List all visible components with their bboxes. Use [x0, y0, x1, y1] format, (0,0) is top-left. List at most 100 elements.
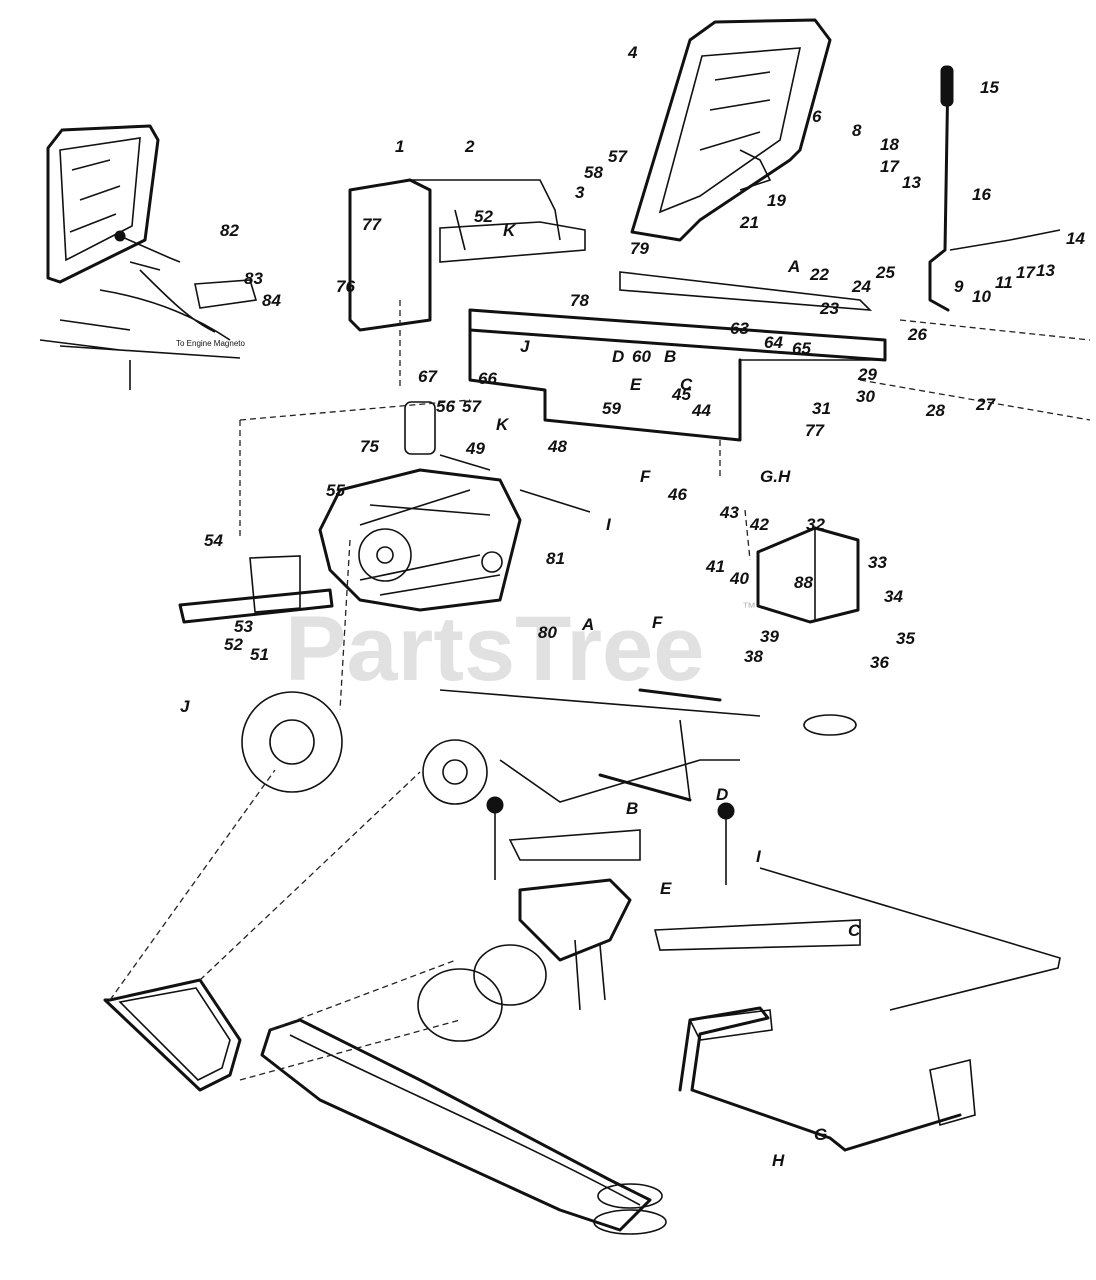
callout-label: K — [496, 415, 510, 434]
callout-labels: 1 2 3 4 6 8 9 10 11 13 13 14 15 16 17 17… — [180, 43, 1085, 1170]
callout-label: 13 — [1036, 261, 1055, 280]
callout-label: I — [606, 515, 612, 534]
callout-label: 13 — [902, 173, 921, 192]
callout-label: 63 — [730, 319, 749, 338]
callout-label: 75 — [360, 437, 379, 456]
callout-label: 45 — [671, 385, 691, 404]
callout-label: 26 — [907, 325, 927, 344]
callout-label: 24 — [851, 277, 871, 296]
drive-belts — [103, 769, 652, 1232]
callout-label: 57 — [608, 147, 628, 166]
callout-label: 76 — [336, 277, 355, 296]
callout-label: 2 — [464, 137, 475, 156]
callout-label: 46 — [667, 485, 687, 504]
callout-label: 14 — [1066, 229, 1085, 248]
callout-label: 83 — [244, 269, 263, 288]
watermark-trademark: ™ — [742, 599, 756, 615]
callout-label: 33 — [868, 553, 887, 572]
callout-label: 64 — [764, 333, 783, 352]
callout-label: 16 — [972, 185, 991, 204]
callout-label: 65 — [792, 339, 811, 358]
callout-label: D — [612, 347, 624, 366]
parts-illustration — [39, 18, 1091, 1235]
callout-label: 57 — [462, 397, 482, 416]
callout-label: I — [756, 847, 762, 866]
callout-label: 60 — [632, 347, 651, 366]
callout-label: 52 — [474, 207, 493, 226]
watermark: PartsTree — [285, 598, 704, 700]
callout-label: 78 — [570, 291, 589, 310]
callout-label: 81 — [546, 549, 565, 568]
brake-assembly — [508, 829, 861, 1011]
callout-label: 43 — [719, 503, 739, 522]
callout-label: 53 — [234, 617, 253, 636]
ignition-wiring — [39, 269, 258, 390]
callout-label: 35 — [896, 629, 915, 648]
callout-label: 80 — [538, 623, 557, 642]
callout-label: K — [503, 221, 517, 240]
bracket-34 — [756, 526, 860, 624]
callout-label: 8 — [852, 121, 862, 140]
main-frame — [468, 271, 887, 442]
callout-label: 22 — [809, 265, 829, 284]
callout-label: 28 — [925, 401, 945, 420]
callout-label: 77 — [362, 215, 382, 234]
callout-label: 67 — [418, 367, 438, 386]
pulleys — [241, 691, 857, 1235]
callout-label: 11 — [995, 273, 1013, 292]
callout-label: J — [180, 697, 190, 716]
callout-label: 40 — [729, 569, 749, 588]
callout-label: 32 — [806, 515, 825, 534]
callout-label: 21 — [739, 213, 759, 232]
callout-label: 88 — [794, 573, 813, 592]
callout-label: 66 — [478, 369, 497, 388]
callout-label: C — [680, 375, 693, 394]
callout-label: 10 — [972, 287, 991, 306]
callout-label: E — [630, 375, 642, 394]
callout-label: 77 — [805, 421, 825, 440]
callout-label: 54 — [204, 531, 223, 550]
callout-label: 39 — [760, 627, 779, 646]
callout-label: 17 — [1016, 263, 1036, 282]
seat-brackets — [348, 178, 586, 332]
callout-label: 25 — [875, 263, 895, 282]
callout-label: 52 — [224, 635, 243, 654]
callout-label: 15 — [980, 78, 999, 97]
callout-label: C — [848, 921, 861, 940]
callout-label: 23 — [819, 299, 839, 318]
callout-label: 38 — [744, 647, 763, 666]
callout-label: 59 — [602, 399, 621, 418]
callout-label: D — [716, 785, 728, 804]
callout-label: A — [787, 257, 800, 276]
callout-label: B — [626, 799, 638, 818]
callout-label: 1 — [395, 137, 404, 156]
callout-label: 48 — [547, 437, 567, 456]
callout-label: 4 — [627, 43, 638, 62]
callout-label: 82 — [220, 221, 239, 240]
callout-label: 30 — [856, 387, 875, 406]
magneto-annotation: To Engine Magneto — [176, 339, 245, 348]
callout-label: B — [664, 347, 676, 366]
seat-right — [630, 18, 832, 242]
callout-label: A — [581, 615, 594, 634]
reference-lines — [239, 300, 1091, 711]
callout-label: H — [772, 1151, 785, 1170]
callout-label: 79 — [630, 239, 649, 258]
callout-label: 31 — [812, 399, 831, 418]
callout-label: E — [660, 879, 672, 898]
seat-left — [46, 124, 181, 284]
callout-label: 84 — [262, 291, 281, 310]
callout-label: 19 — [767, 191, 786, 210]
callout-label: F — [640, 467, 651, 486]
callout-label: 56 — [436, 397, 455, 416]
callout-label: G — [814, 1125, 827, 1144]
callout-label: 51 — [250, 645, 269, 664]
callout-label: G.H — [760, 467, 791, 486]
shift-lever — [928, 65, 1061, 312]
callout-label: 29 — [857, 365, 877, 384]
callout-label: 58 — [584, 163, 603, 182]
callout-label: 27 — [975, 395, 996, 414]
callout-label: 6 — [812, 107, 822, 126]
transaxle — [178, 401, 591, 624]
